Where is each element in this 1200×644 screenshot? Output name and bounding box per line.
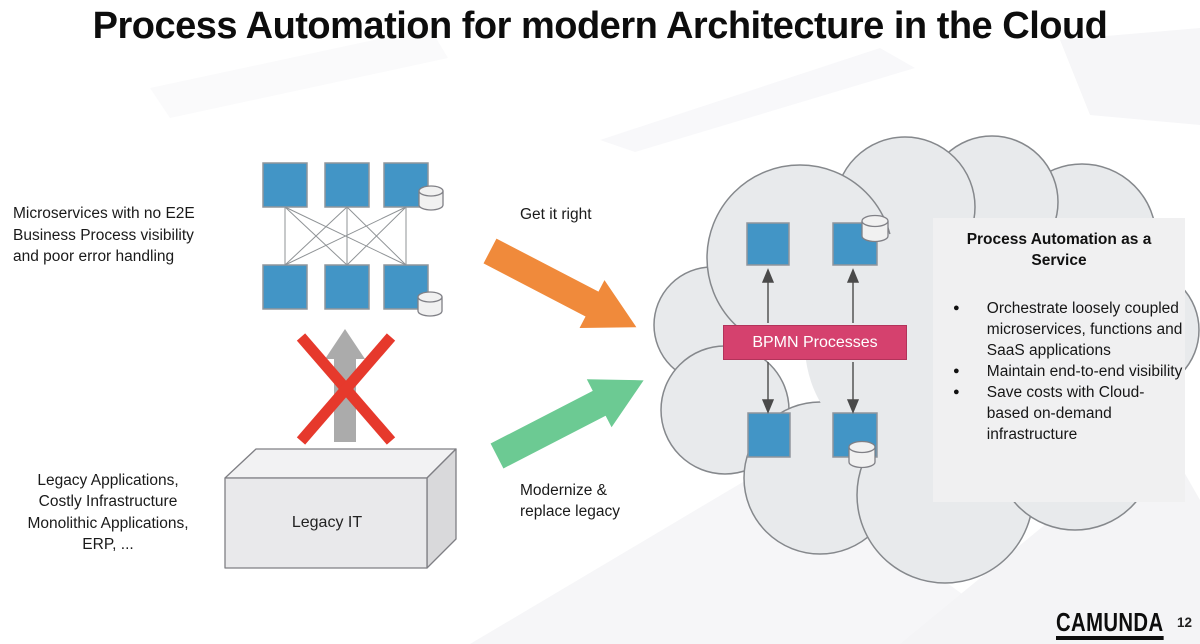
panel-bullet: ● Maintain end-to-end visibility [933,361,1185,382]
panel-bullet-text: Maintain end-to-end visibility [986,362,1183,380]
bullet-icon: ● [953,385,960,398]
panel-bullet-text: Save costs with Cloud-based on-demand in… [986,383,1145,443]
mesh-links [284,206,407,266]
microservices-caption: Microservices with no E2E Business Proce… [13,205,195,266]
microservice-square [324,264,370,310]
get-it-right-label: Get it right [520,206,592,223]
red-cross-icon [296,333,396,445]
microservices-mesh [262,162,444,317]
legacy-it-label: Legacy IT [291,514,363,531]
database-icon [417,291,443,317]
cloud-service-square [747,412,791,458]
bullet-icon: ● [953,301,960,314]
modernize-label: Modernize & replace legacy [520,482,620,520]
database-icon [861,214,889,243]
database-icon [848,440,876,469]
panel-bullet-text: Orchestrate loosely coupled microservice… [986,299,1183,359]
service-panel: Process Automation as a Service ● Orches… [933,218,1185,502]
bpmn-processes-label: BPMN Processes [752,333,878,351]
panel-bullet: ● Orchestrate loosely coupled microservi… [933,298,1185,361]
get-it-right-arrow [483,238,637,329]
legacy-it-box [224,448,457,569]
modernize-arrow [490,379,644,469]
microservice-square [262,162,308,208]
database-icon [418,185,444,211]
microservice-square [324,162,370,208]
panel-title: Process Automation as a Service [966,231,1152,269]
microservice-square [262,264,308,310]
page-number: 12 [1177,615,1193,630]
cloud-service-square [746,222,790,266]
bpmn-connector-arrows [761,268,860,414]
bullet-icon: ● [953,364,960,377]
camunda-logo: CAMUNDA [1056,609,1164,640]
slide-title: Process Automation for modern Architectu… [92,5,1108,47]
panel-bullet: ● Save costs with Cloud-based on-demand … [933,382,1185,445]
legacy-caption: Legacy Applications, Costly Infrastructu… [27,472,189,554]
bpmn-processes-box: BPMN Processes [723,325,907,360]
